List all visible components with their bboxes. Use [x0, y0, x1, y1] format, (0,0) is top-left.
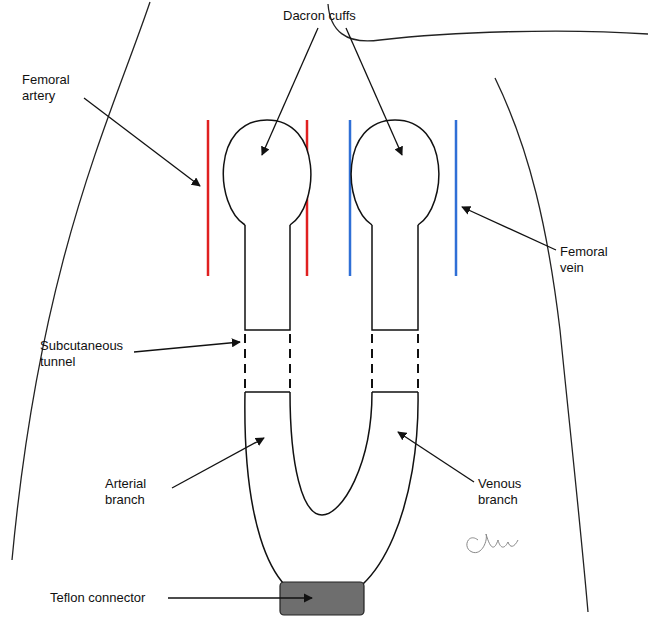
tube-end	[245, 391, 418, 393]
dacron-cuff	[351, 120, 439, 225]
shunt-loop-outer	[245, 392, 418, 602]
body-contour	[328, 4, 648, 41]
part-label: Teflon connector	[50, 590, 145, 606]
body-contour	[495, 78, 588, 612]
part-label: Venous branch	[478, 476, 540, 508]
artery-wall	[207, 120, 210, 276]
vein-wall	[455, 120, 458, 276]
shunt-loop-inner	[290, 392, 372, 515]
vessel-label: Femoral artery	[22, 72, 84, 104]
vein-wall	[349, 120, 352, 276]
part-label: Subcutaneous tunnel	[40, 338, 132, 370]
signature-mark	[467, 534, 518, 553]
callout-label: Dacron cuffs	[283, 8, 356, 24]
leader-arrows	[84, 28, 556, 598]
part-label: Arterial branch	[105, 476, 169, 508]
dacron-cuff	[223, 120, 311, 225]
vessel-label: Femoral vein	[560, 244, 622, 276]
arterial-tube	[245, 225, 290, 330]
venous-tube	[372, 225, 418, 330]
subcutaneous-tunnel	[245, 334, 418, 390]
